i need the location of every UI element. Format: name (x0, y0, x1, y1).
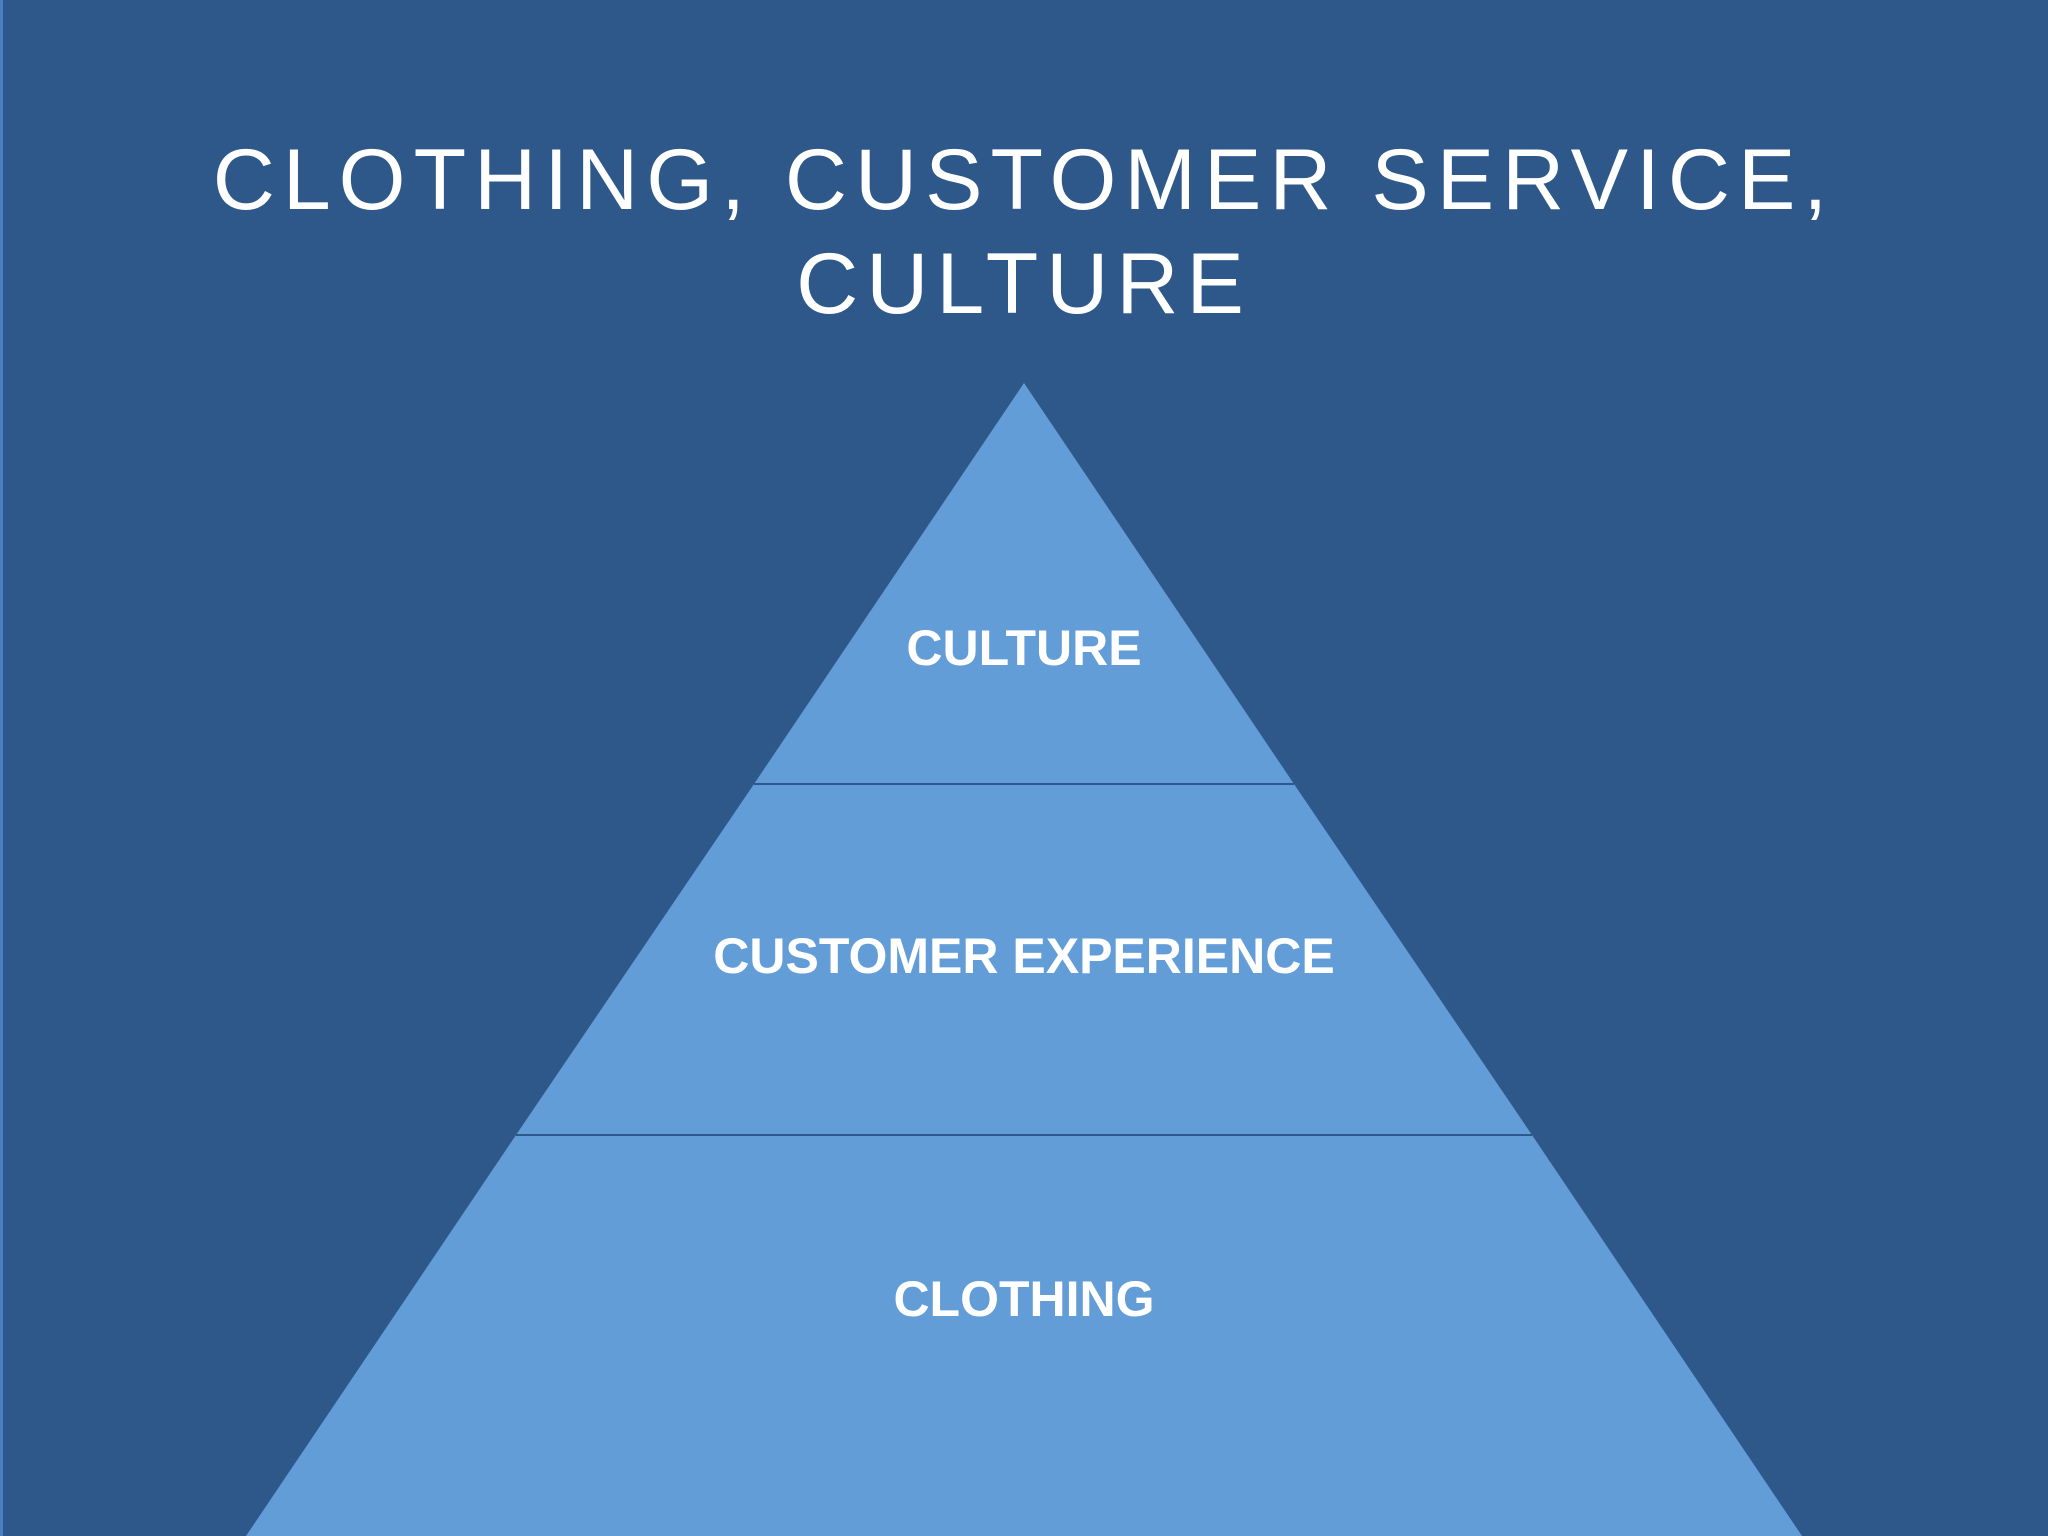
pyramid-tier-label-customer-experience: CUSTOMER EXPERIENCE (713, 928, 1334, 984)
slide-title-line-2: CULTURE (796, 236, 1252, 332)
pyramid-tier-bottom (246, 1135, 1802, 1536)
pyramid-tier-middle (516, 784, 1532, 1135)
slide-title-line-1: CLOTHING, CUSTOMER SERVICE, (212, 132, 1836, 228)
pyramid-tier-top (754, 383, 1294, 784)
pyramid-tier-label-clothing: CLOTHING (893, 1271, 1154, 1327)
pyramid-tier-label-culture: CULTURE (906, 620, 1141, 676)
slide-title: CLOTHING, CUSTOMER SERVICE, CULTURE (0, 128, 2048, 336)
slide-left-edge (0, 0, 3, 1536)
